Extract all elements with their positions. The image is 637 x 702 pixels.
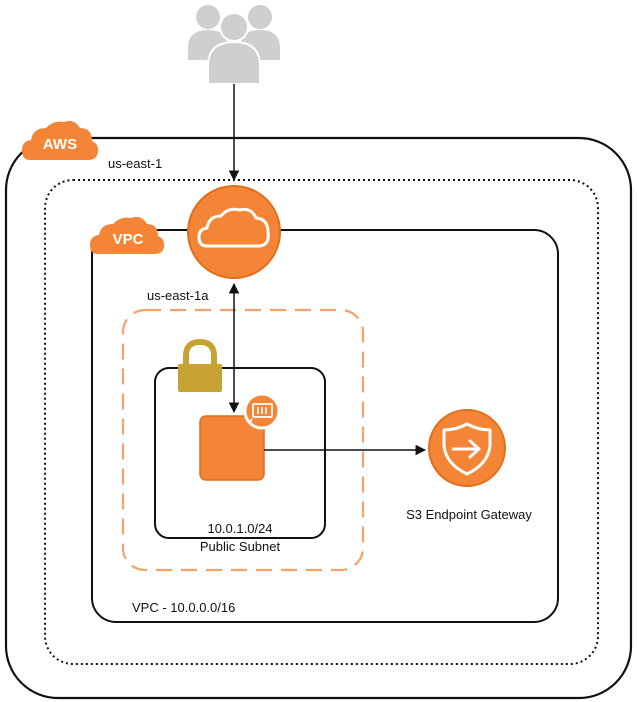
- vpc-container: [91, 229, 559, 623]
- lock-icon: [178, 338, 222, 392]
- availability-zone-label: us-east-1a: [147, 288, 209, 303]
- network-interface-icon: [243, 392, 281, 430]
- users-group-icon: [188, 5, 280, 85]
- ec2-instance-icon: [199, 415, 265, 481]
- public-subnet-container: [154, 367, 326, 539]
- availability-zone-container: [121, 308, 365, 572]
- subnet-name-label: Public Subnet: [199, 539, 281, 554]
- internet-gateway-cloud-icon: [187, 185, 281, 279]
- aws-cloud-badge-icon: [22, 120, 99, 160]
- aws-badge-label: AWS: [42, 136, 78, 153]
- aws-cloud-container: [4, 136, 633, 700]
- vpc-cidr-label: VPC - 10.0.0.0/16: [132, 600, 236, 615]
- vpc-cloud-badge-icon: [90, 216, 165, 254]
- subnet-cidr-label: 10.0.1.0/24: [207, 521, 273, 536]
- vpc-badge-label: VPC: [112, 231, 144, 248]
- vpc-endpoint-shield-icon: [428, 409, 506, 487]
- s3-endpoint-gateway-label: S3 Endpoint Gateway: [406, 507, 532, 522]
- region-label: us-east-1: [108, 156, 163, 171]
- region-container: [44, 179, 599, 665]
